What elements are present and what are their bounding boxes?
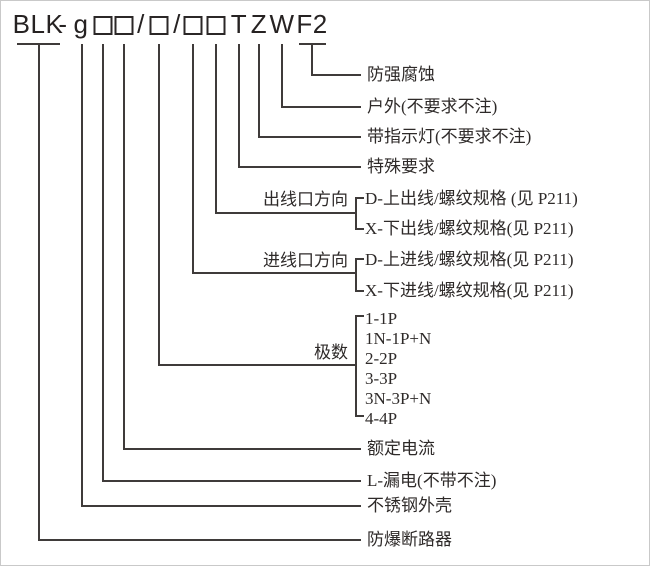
connector-current <box>123 448 361 450</box>
label-outlet-option-x: X-下出线/螺纹规格(见 P211) <box>365 219 574 238</box>
poles-bracket <box>355 315 357 417</box>
inlet-bracket-top-arm <box>355 258 364 260</box>
outlet-bracket-bottom-arm <box>355 228 364 230</box>
connector-outlet <box>215 212 357 214</box>
code-box-2 <box>114 16 134 35</box>
label-breaker: 防爆断路器 <box>367 530 452 549</box>
branch-line-poles <box>158 44 160 366</box>
label-pole-option-1: 1-1P <box>365 309 398 328</box>
code-hyphen: - <box>58 9 68 39</box>
code-box-5 <box>206 16 226 35</box>
label-leakage: L-漏电(不带不注) <box>367 471 497 490</box>
connector-indicator <box>258 136 361 138</box>
connector-special <box>238 166 361 168</box>
label-pole-option-1n: 1N-1P+N <box>365 329 432 348</box>
code-box-3 <box>149 16 169 35</box>
label-indicator: 带指示灯(不要求不注) <box>367 127 532 146</box>
connector-anticorrosion <box>311 74 361 76</box>
branch-line-shell <box>81 44 83 507</box>
outlet-bracket-top-arm <box>355 197 364 199</box>
connector-poles <box>158 364 357 366</box>
code-series: g <box>73 9 89 39</box>
label-shell: 不锈钢外壳 <box>367 496 452 515</box>
branch-line-leakage <box>102 44 104 482</box>
code-slash-2: / <box>173 9 181 39</box>
label-inlet-title: 进线口方向 <box>263 251 348 270</box>
label-inlet-option-d: D-上进线/螺纹规格(见 P211) <box>365 250 574 269</box>
connector-outdoor <box>281 106 361 108</box>
connector-inlet <box>192 272 357 274</box>
inlet-bracket-bottom-arm <box>355 290 364 292</box>
branch-line-current <box>123 44 125 450</box>
code-letter-z: Z <box>250 9 268 39</box>
outlet-bracket <box>355 197 357 230</box>
connector-leakage <box>102 480 361 482</box>
code-letter-f2: F2 <box>296 9 328 39</box>
label-outlet-option-d: D-上出线/螺纹规格 (见 P211) <box>365 189 578 208</box>
code-prefix: BLK <box>12 9 64 39</box>
label-rated-current: 额定电流 <box>367 439 435 458</box>
code-slash-1: / <box>137 9 145 39</box>
label-outdoor: 户外(不要求不注) <box>367 97 498 116</box>
inlet-bracket <box>355 258 357 292</box>
code-letter-t: T <box>230 9 248 39</box>
poles-bracket-top-arm <box>355 315 364 317</box>
poles-bracket-bottom-arm <box>355 415 364 417</box>
label-poles-title: 极数 <box>314 343 348 362</box>
branch-line-breaker <box>38 44 40 541</box>
code-box-4 <box>183 16 203 35</box>
connector-shell <box>81 505 361 507</box>
branch-line-inlet <box>192 44 194 274</box>
label-anticorrosion: 防强腐蚀 <box>367 65 435 84</box>
code-letter-w: W <box>269 9 295 39</box>
connector-breaker <box>38 539 361 541</box>
branch-line-anticorrosion <box>311 44 313 76</box>
label-pole-option-3n: 3N-3P+N <box>365 389 432 408</box>
branch-line-outlet <box>215 44 217 214</box>
branch-line-outdoor <box>281 44 283 108</box>
label-pole-option-2: 2-2P <box>365 349 398 368</box>
branch-line-special <box>238 44 240 168</box>
label-pole-option-4: 4-4P <box>365 409 398 428</box>
label-pole-option-3: 3-3P <box>365 369 398 388</box>
code-box-1 <box>93 16 113 35</box>
label-special: 特殊要求 <box>367 157 435 176</box>
label-inlet-option-x: X-下进线/螺纹规格(见 P211) <box>365 281 574 300</box>
label-outlet-title: 出线口方向 <box>263 190 348 209</box>
branch-line-indicator <box>258 44 260 138</box>
